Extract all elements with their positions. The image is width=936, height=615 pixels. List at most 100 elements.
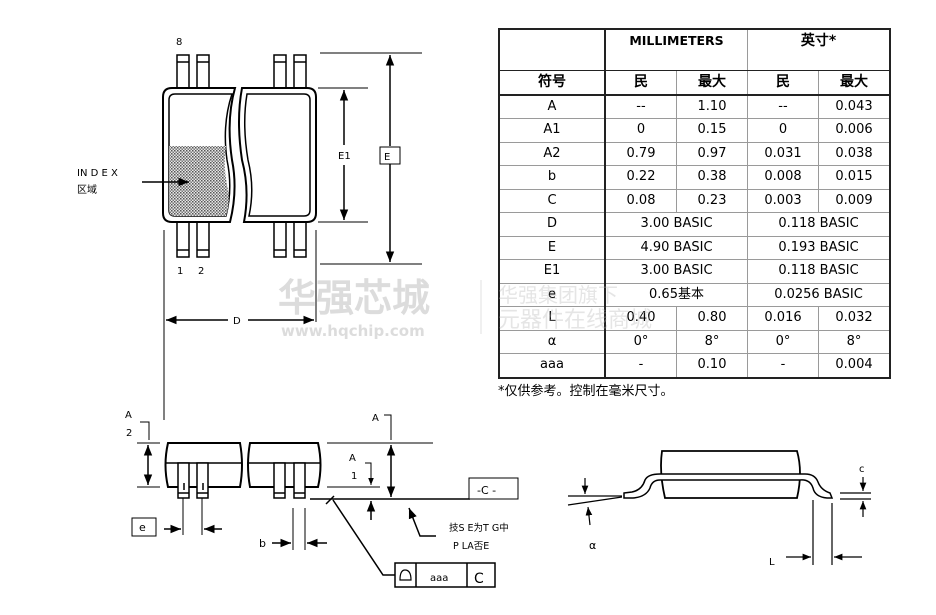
mm-max-cell: 0.38 <box>676 165 748 190</box>
table-sub-header-row: 符号 民 最大 民 最大 <box>498 70 891 96</box>
e-pitch-box <box>131 517 157 537</box>
in-min-header: 民 <box>747 70 819 96</box>
in-max-header: 最大 <box>818 70 891 96</box>
mm-max-header: 最大 <box>676 70 748 96</box>
mm-min-cell: 0.08 <box>604 188 677 213</box>
mm-min-cell: 0° <box>604 329 677 354</box>
seating-plane-label-2: P LA否E <box>453 541 489 552</box>
d-label: D <box>233 316 241 327</box>
e-label: E <box>384 152 390 163</box>
mm-max-cell: 0.97 <box>676 141 748 166</box>
in-basic-cell: 0.118 BASIC <box>747 212 891 237</box>
top-view <box>142 52 422 420</box>
in-max-cell: 0.038 <box>818 141 891 166</box>
pin-8-label: 8 <box>176 37 182 48</box>
pin-1-label: 1 <box>177 266 183 277</box>
in-max-cell: 8° <box>818 329 891 354</box>
alpha-label: α <box>589 539 596 552</box>
in-basic-cell: 0.118 BASIC <box>747 259 891 284</box>
symbol-cell: D <box>498 212 606 237</box>
in-min-cell: 0 <box>747 118 819 143</box>
index-area <box>169 146 229 216</box>
symbol-cell: C <box>498 188 606 213</box>
in-max-cell: 0.006 <box>818 118 891 143</box>
in-max-cell: 0.015 <box>818 165 891 190</box>
index-label: IN D E X <box>77 168 118 179</box>
flatness-symbol-icon <box>399 569 412 581</box>
in-min-cell: 0.008 <box>747 165 819 190</box>
symbol-cell: A2 <box>498 141 606 166</box>
tolerance-frame <box>394 562 496 588</box>
e-pitch-label: e <box>139 521 146 534</box>
datum-c-box <box>468 477 519 500</box>
l-label: L <box>769 557 775 568</box>
symbol-cell: b <box>498 165 606 190</box>
in-min-cell: -- <box>747 94 819 119</box>
mm-max-cell: 0.10 <box>676 353 748 378</box>
mm-basic-cell: 0.65基本 <box>604 282 748 307</box>
mm-max-cell: 0.15 <box>676 118 748 143</box>
symbol-cell: aaa <box>498 353 606 378</box>
tolerance-value: aaa <box>430 573 448 584</box>
e-dimension-box <box>379 146 401 165</box>
a1-label: A <box>349 453 356 464</box>
mm-min-cell: 0 <box>604 118 677 143</box>
table-row: A--1.10--0.043 <box>498 94 891 119</box>
symbol-cell: E <box>498 235 606 260</box>
symbol-cell: α <box>498 329 606 354</box>
watermark-brand: 华强芯城 <box>278 276 430 320</box>
a2-label-sub: 2 <box>126 428 132 439</box>
mm-min-cell: 0.79 <box>604 141 677 166</box>
in-min-cell: 0.031 <box>747 141 819 166</box>
top-pins <box>176 54 307 91</box>
symbol-cell: e <box>498 282 606 307</box>
inches-header: 英寸* <box>747 28 891 71</box>
mm-basic-cell: 3.00 BASIC <box>604 259 748 284</box>
in-max-cell: 0.043 <box>818 94 891 119</box>
c-label: c <box>859 464 865 475</box>
dimensions-table: MILLIMETERS 英寸* 符号 民 最大 民 最大 A--1.10--0.… <box>498 28 891 379</box>
mm-min-cell: 0.22 <box>604 165 677 190</box>
in-max-cell: 0.004 <box>818 353 891 378</box>
a-label: A <box>372 413 379 424</box>
bottom-pins <box>176 221 307 258</box>
b-label: b <box>259 537 266 550</box>
mm-basic-cell: 4.90 BASIC <box>604 235 748 260</box>
mm-max-cell: 0.23 <box>676 188 748 213</box>
seating-plane-label: 技S E为T G中 <box>449 522 509 534</box>
index-label-cn: 区域 <box>77 183 97 196</box>
symbol-cell: A <box>498 94 606 119</box>
e1-label: E1 <box>338 151 351 162</box>
mm-max-cell: 1.10 <box>676 94 748 119</box>
tolerance-datum: C <box>474 571 484 587</box>
table-row: aaa-0.10-0.004 <box>498 353 891 378</box>
symbol-cell: L <box>498 306 606 331</box>
end-view <box>567 450 871 565</box>
in-min-cell: 0.003 <box>747 188 819 213</box>
mm-min-cell: 0.40 <box>604 306 677 331</box>
datum-c-label: -C - <box>477 484 496 497</box>
pin-2-label: 2 <box>198 266 204 277</box>
millimeters-header: MILLIMETERS <box>604 28 748 71</box>
mm-min-cell: - <box>604 353 677 378</box>
a2-label: A <box>125 410 132 421</box>
table-footnote: *仅供参考。控制在毫米尺寸。 <box>498 384 674 399</box>
body-right <box>238 87 317 223</box>
watermark: 华强芯城 www.hqchip.com <box>278 276 482 340</box>
in-max-cell: 0.009 <box>818 188 891 213</box>
symbol-header: 符号 <box>498 70 606 96</box>
in-max-cell: 0.032 <box>818 306 891 331</box>
in-basic-cell: 0.0256 BASIC <box>747 282 891 307</box>
table-group-header-row: MILLIMETERS 英寸* <box>498 28 891 71</box>
side-view <box>131 414 519 588</box>
